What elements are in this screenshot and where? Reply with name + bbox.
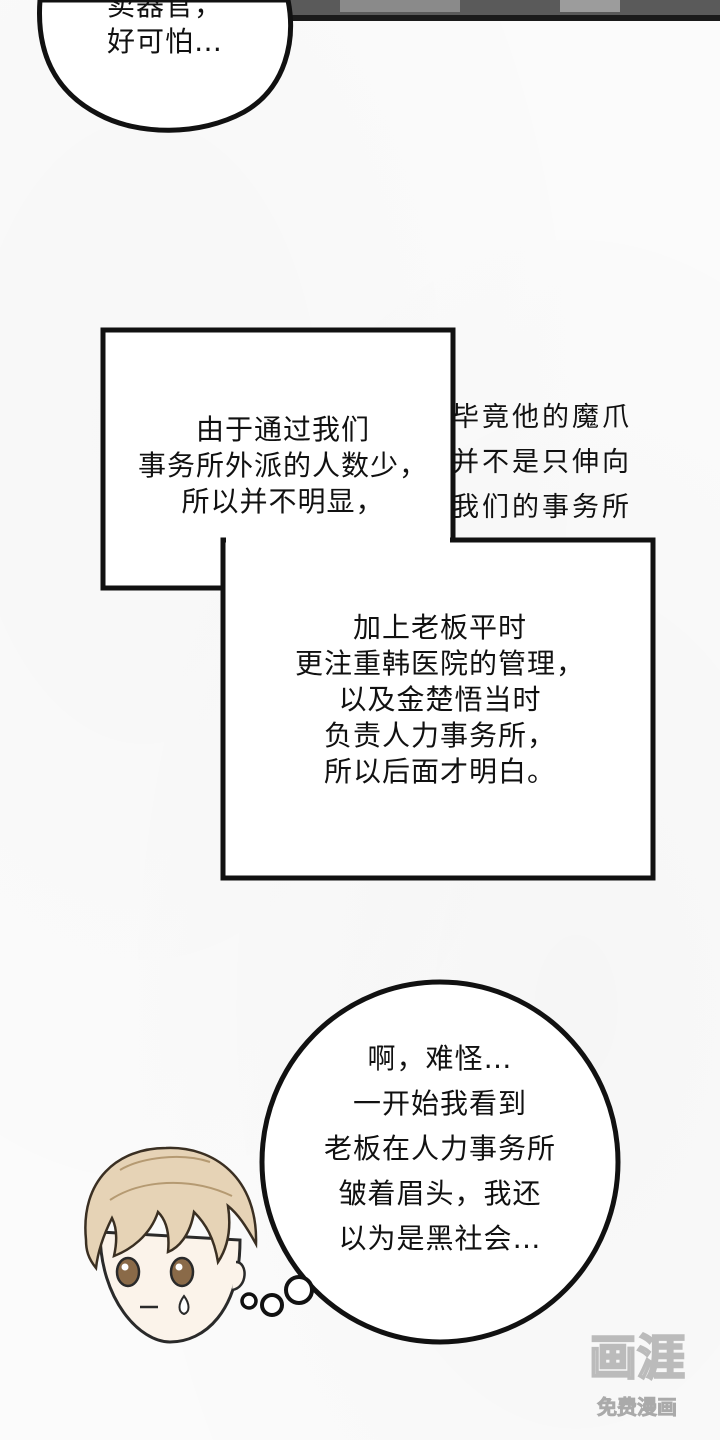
sweat-drop	[178, 1294, 190, 1316]
narration-1-line-3: 所以并不明显，	[181, 485, 385, 518]
thought-line-3: 老板在人力事务所	[323, 1132, 556, 1165]
side-text: 毕竟他的魔爪 并不是只伸向 我们的事务所	[452, 395, 632, 530]
thought-dot-small	[240, 1292, 258, 1310]
thought-line-2: 一开始我看到	[352, 1087, 527, 1120]
previous-panel-edge	[282, 0, 720, 21]
thought-bubble-text: 啊，难怪… 一开始我看到 老板在人力事务所 皱着眉头，我还 以为是黑社会…	[290, 1036, 590, 1261]
side-text-line-1: 毕竟他的魔爪	[452, 402, 632, 433]
top-bubble-line-2: 好可怕…	[106, 25, 223, 58]
thought-line-4: 皱着眉头，我还	[338, 1177, 542, 1210]
chibi-character	[84, 1146, 258, 1344]
watermark-logo: 画涯	[588, 1329, 686, 1387]
narration-2-line-1: 加上老板平时	[352, 611, 527, 644]
narration-box-1-text: 由于通过我们 事务所外派的人数少， 所以并不明显，	[108, 412, 458, 520]
top-speech-bubble	[37, 0, 293, 133]
narration-box-2-text: 加上老板平时 更注重韩医院的管理， 以及金楚悟当时 负责人力事务所， 所以后面才…	[250, 610, 630, 790]
narration-2-line-2: 更注重韩医院的管理，	[294, 647, 585, 680]
right-eye	[169, 1256, 195, 1288]
thought-line-1: 啊，难怪…	[367, 1042, 513, 1075]
narration-2-line-4: 负责人力事务所，	[323, 719, 556, 752]
watermark-subtitle: 免费漫画	[597, 1395, 678, 1420]
narration-1-line-2: 事务所外派的人数少，	[137, 449, 428, 482]
thought-dot-large	[284, 1275, 314, 1305]
narration-2-line-3: 以及金楚悟当时	[338, 683, 542, 716]
thought-dot-medium	[260, 1293, 284, 1317]
side-text-line-3: 我们的事务所	[452, 492, 632, 523]
hair	[84, 1146, 258, 1272]
narration-2-line-5: 所以后面才明白。	[323, 755, 556, 788]
narration-1-line-1: 由于通过我们	[195, 413, 370, 446]
left-eye	[115, 1256, 141, 1288]
thought-bubble	[259, 979, 621, 1345]
side-text-line-2: 并不是只伸向	[452, 447, 632, 478]
thought-line-5: 以为是黑社会…	[338, 1222, 542, 1255]
top-bubble-line-1: 卖器官，	[106, 0, 223, 22]
top-bubble-text: 卖器官， 好可怕…	[70, 0, 260, 60]
